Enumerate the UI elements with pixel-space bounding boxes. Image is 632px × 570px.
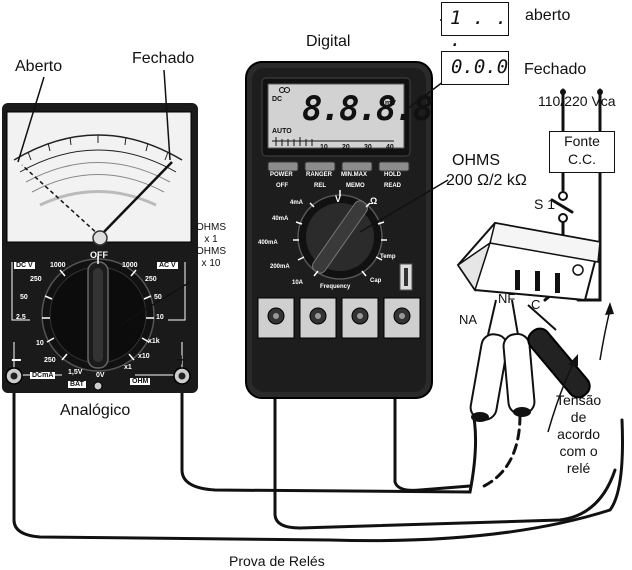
analog-meter: [2, 103, 198, 393]
lcd-bar-30: 30: [364, 144, 372, 151]
probe-na: [469, 299, 509, 422]
open-label: aberto: [525, 7, 571, 24]
probe-nf: [502, 299, 536, 417]
analog-tick-50-right: 50: [154, 294, 162, 301]
open-reading: 1 . . .: [450, 7, 508, 51]
btn-memo-label: MEMO: [346, 183, 365, 189]
dial-temp: Temp: [380, 254, 396, 260]
wire-analog-minus: [12, 374, 624, 543]
analog-plus-label: +: [176, 350, 187, 370]
terminal-na: NA: [459, 312, 478, 327]
source-box: Fonte C.C.: [549, 131, 615, 173]
btn-rel-label: REL: [314, 183, 326, 189]
lcd-bar-20: 20: [342, 144, 350, 151]
analog-tick-0v: 0V: [96, 372, 105, 379]
digital-meter: [245, 61, 433, 399]
relay: [456, 221, 602, 302]
switch-label: S 1: [534, 196, 556, 212]
wire-digital-v: [393, 314, 472, 492]
dial-200ma: 200mA: [270, 264, 290, 270]
wire-digital-com: [273, 314, 617, 530]
closed-label: Fechado: [524, 61, 587, 78]
analog-ohm-label: OHM: [130, 378, 151, 385]
analog-dcv-label: DC V: [14, 262, 35, 269]
switch-blade: [550, 198, 574, 214]
leader-ohms-digital: [359, 179, 449, 233]
btn-minmax-label: MIN.MAX: [341, 172, 367, 178]
btn-off-label: OFF: [276, 183, 288, 189]
lcd-dc: DC: [272, 96, 283, 103]
wire-dashed: [478, 413, 522, 490]
lcd-bar-40: 40: [386, 144, 394, 151]
terminal-nf: NF: [498, 291, 516, 306]
analog-tick-10-left: 10: [36, 340, 44, 347]
supply-label: 110/220 Vca: [538, 93, 616, 109]
dial-10a: 10A: [292, 280, 304, 286]
btn-ranger-label: RANGER: [306, 172, 333, 178]
leader-fechado: [163, 69, 171, 161]
probe-c: [527, 304, 591, 399]
analog-minus-label: −: [11, 350, 22, 370]
dial-4ma: 4mA: [290, 200, 304, 206]
leader-voltage: [547, 359, 576, 433]
analog-off-label: OFF: [90, 250, 108, 260]
lcd-digits: 8.8.8.8: [302, 89, 433, 129]
analog-tick-50-left: 50: [20, 294, 28, 301]
lcd-auto: AUTO: [272, 128, 292, 135]
leader-aberto: [17, 76, 45, 163]
analog-tick-x10: x10: [138, 353, 150, 360]
voltage-note: Tensão de acordo com o relé: [556, 392, 602, 476]
dial-ohm: Ω: [370, 196, 378, 206]
caption: Prova de Relés: [229, 553, 325, 569]
dial-v: V: [335, 194, 342, 204]
leader-ohms: [121, 281, 191, 325]
analog-tick-2-5: 2,5: [16, 314, 26, 321]
lcd-mv: mV: [385, 100, 396, 107]
btn-hold-label: HOLD: [384, 172, 401, 178]
analog-tick-250-left: 250: [30, 276, 42, 283]
ohms-range: 200 Ω/2 kΩ: [446, 172, 527, 189]
analog-tick-x1k: x1k: [148, 338, 160, 345]
scale-closed-label: Fechado: [132, 50, 195, 67]
dial-frequency: Frequency: [320, 284, 351, 290]
dial-400ma: 400mA: [258, 240, 278, 246]
lcd-bar-10: 10: [320, 144, 328, 151]
analog-tick-1-5v: 1,5V: [68, 369, 83, 376]
dial-40ma: 40mA: [272, 216, 289, 222]
analog-title: Analógico: [60, 402, 131, 419]
ohms-label: OHMS: [452, 152, 500, 169]
digital-title: Digital: [306, 33, 351, 50]
btn-power-label: POWER: [270, 172, 293, 178]
closed-reading-box: 0.0.0: [441, 51, 509, 85]
analog-ohms-note: OHMS x 1 OHMS x 10: [196, 222, 226, 269]
analog-bat-label: BAT: [68, 381, 86, 388]
terminal-c: C: [531, 297, 541, 312]
dial-cap: Cap: [370, 278, 382, 284]
analog-tick-x1: x1: [124, 364, 132, 371]
open-reading-box: 1 . . .: [441, 2, 509, 51]
analog-tick-250-right: 250: [145, 276, 157, 283]
analog-acv-label: AC V: [157, 262, 178, 269]
analog-dcma-label: DCmA: [30, 372, 56, 379]
analog-tick-250-dcma: 250: [44, 357, 56, 364]
wire-analog-plus: [180, 374, 478, 494]
analog-tick-10-right: 10: [156, 314, 164, 321]
btn-read-label: READ: [384, 183, 402, 189]
closed-reading: 0.0.0: [451, 56, 509, 78]
analog-tick-1000-left: 1000: [50, 262, 66, 269]
analog-tick-1000-right: 1000: [122, 262, 138, 269]
scale-open-label: Aberto: [15, 58, 63, 75]
